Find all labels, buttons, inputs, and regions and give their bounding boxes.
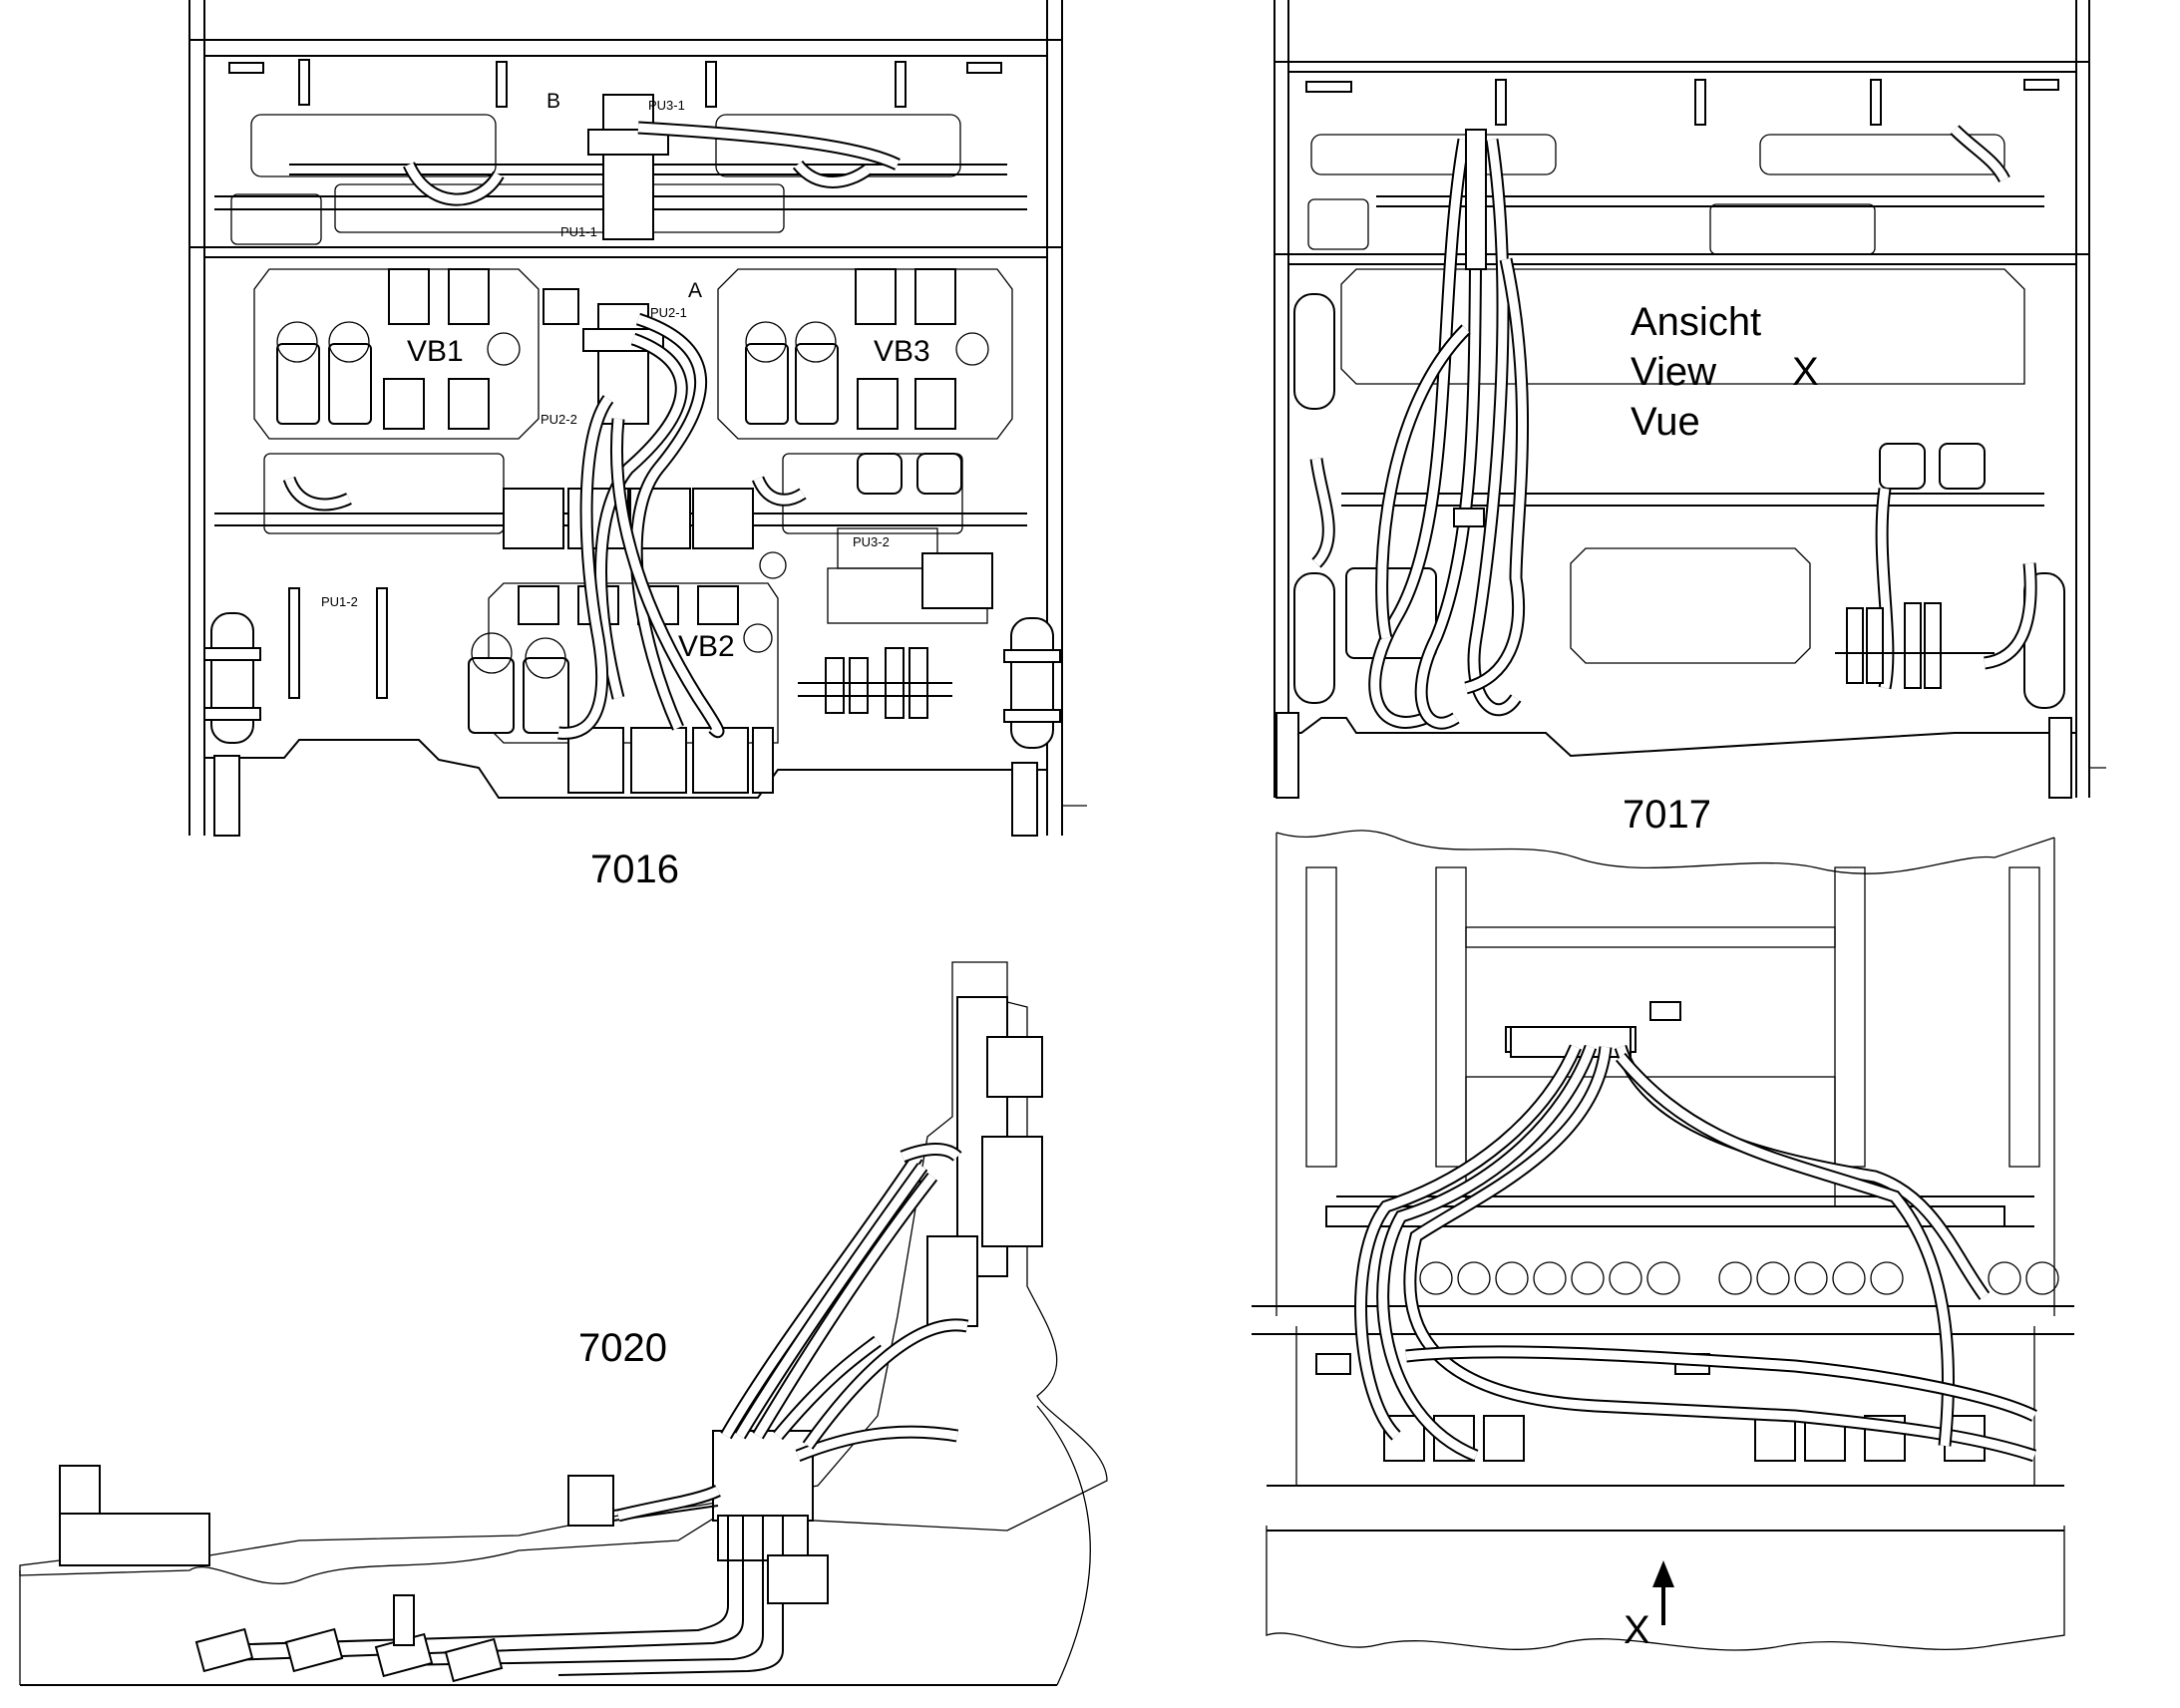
plates-7017 (1305, 79, 2059, 664)
manifold-7020 (567, 1430, 814, 1561)
label-vb2: VB2 (678, 630, 735, 663)
label-a: A (688, 279, 702, 302)
view-label-en: View (1631, 350, 1716, 394)
label-pu3-2: PU3-2 (853, 534, 890, 549)
view-x-note: Ansicht View Vue X (1631, 300, 1819, 444)
view-side-with-x-arrow: X (1252, 830, 2074, 1652)
view-number-7017: 7017 (1623, 793, 1711, 837)
view-7016: B A VB1 VB3 VB2 PU3-1 PU1-1 PU2-1 PU2-2 … (188, 0, 1087, 891)
accumulators-7016 (203, 587, 1061, 749)
view-label-fr: Vue (1631, 400, 1700, 444)
hoses-7020 (616, 1143, 969, 1523)
frame-7017 (1273, 0, 2106, 799)
frame-7016 (188, 0, 1087, 837)
view-label-de: Ansicht (1631, 300, 1761, 344)
valves-7017 (1835, 602, 1995, 689)
label-pu2-1: PU2-1 (650, 305, 687, 320)
view-7020: 7020 (19, 961, 1108, 1686)
view-7017: Ansicht View Vue X 7017 (1273, 0, 2106, 837)
valve-blocks-7016 (253, 268, 1013, 440)
small-valves-7016 (798, 647, 952, 719)
lower-block-7016 (468, 582, 779, 794)
label-pu2-2: PU2-2 (541, 412, 577, 427)
labels-7016: B A VB1 VB3 VB2 PU3-1 PU1-1 PU2-1 PU2-2 … (321, 90, 930, 663)
label-pu1-1: PU1-1 (560, 224, 597, 239)
hoses-7016 (282, 312, 807, 740)
arrow-label-x: X (1624, 1608, 1650, 1652)
label-vb1: VB1 (407, 335, 464, 368)
view-x-arrow: X (1624, 1560, 1674, 1652)
view-number-7016: 7016 (590, 848, 679, 891)
label-pu3-1: PU3-1 (648, 98, 685, 113)
label-vb3: VB3 (874, 335, 930, 368)
pressure-hoses-upper-7016 (403, 121, 901, 206)
hoses-7017 (1309, 125, 2037, 730)
pipes-7020 (194, 1516, 829, 1683)
label-pu1-2: PU1-2 (321, 594, 358, 609)
view-number-7020: 7020 (578, 1326, 667, 1370)
upper-valve-plate (214, 59, 1027, 245)
view-marker-x: X (1792, 350, 1819, 394)
label-b: B (546, 90, 560, 113)
frame-7020 (19, 961, 1108, 1686)
hoses-side (1354, 1026, 2037, 1463)
